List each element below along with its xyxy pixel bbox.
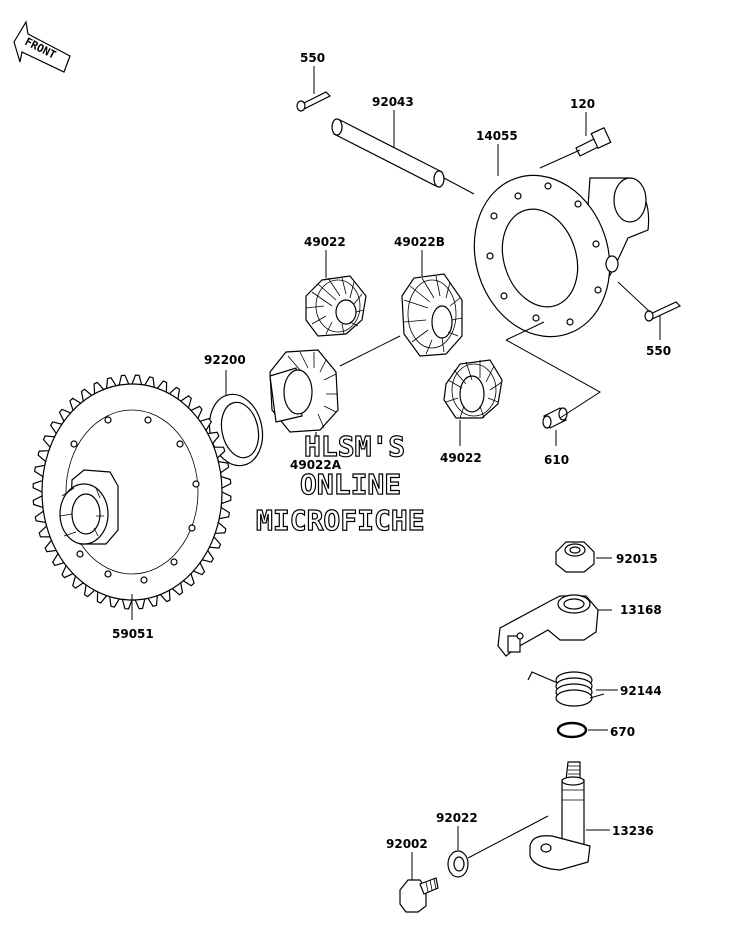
pin-610[interactable]: [542, 407, 568, 429]
watermark-line2: ONLINE: [300, 468, 401, 501]
part-label-92015[interactable]: 92015: [616, 552, 658, 566]
part-label-13168[interactable]: 13168: [620, 603, 662, 617]
leader-92043b: [443, 177, 475, 195]
part-label-92022[interactable]: 92022: [436, 811, 478, 825]
watermark-line3: MICROFICHE: [256, 504, 425, 537]
part-label-13236[interactable]: 13236: [612, 824, 654, 838]
part-label-92002[interactable]: 92002: [386, 837, 428, 851]
part-label-59051[interactable]: 59051: [112, 627, 154, 641]
bolt-92002[interactable]: [399, 877, 439, 913]
part-label-49022B[interactable]: 49022B: [394, 235, 445, 249]
leader-49022b-link: [339, 335, 401, 367]
part-label-550-top[interactable]: 550: [300, 51, 325, 65]
cotter-pin-top[interactable]: [296, 91, 332, 112]
leader-550b-a: [617, 281, 651, 313]
leader-120b: [539, 149, 581, 169]
part-label-92043[interactable]: 92043: [372, 95, 414, 109]
shift-shaft[interactable]: [529, 761, 591, 871]
pinion-shaft[interactable]: [331, 118, 445, 188]
side-gear-b[interactable]: [401, 273, 463, 357]
watermark-line1: HLSM'S: [304, 430, 405, 463]
bolt-120[interactable]: [575, 126, 612, 157]
leader-610-link2: [505, 321, 545, 341]
part-label-670[interactable]: 670: [610, 725, 635, 739]
part-label-550-right[interactable]: 550: [646, 344, 671, 358]
differential-case[interactable]: [454, 158, 650, 355]
watermark: HLSM'S ONLINE MICROFICHE: [255, 429, 425, 537]
part-label-92144[interactable]: 92144: [620, 684, 662, 698]
leader-610-link: [505, 339, 601, 419]
nut-92015[interactable]: [555, 541, 595, 573]
torsion-spring[interactable]: [527, 671, 605, 707]
leader-13236-link: [467, 815, 549, 859]
o-ring[interactable]: [556, 721, 588, 739]
part-label-14055[interactable]: 14055: [476, 129, 518, 143]
washer-92022[interactable]: [447, 850, 469, 878]
pinion-gear-lower[interactable]: [443, 359, 503, 419]
front-arrow-icon: FRONT: [13, 20, 71, 73]
part-label-92200[interactable]: 92200: [204, 353, 246, 367]
shift-lever[interactable]: [497, 594, 599, 657]
side-gear-a[interactable]: [269, 349, 339, 433]
part-label-120[interactable]: 120: [570, 97, 595, 111]
part-label-49022-lower[interactable]: 49022: [440, 451, 482, 465]
part-label-49022-upper[interactable]: 49022: [304, 235, 346, 249]
part-label-610[interactable]: 610: [544, 453, 569, 467]
cotter-pin-right[interactable]: [644, 301, 682, 322]
pinion-gear-upper[interactable]: [305, 275, 367, 337]
part-label-49022A[interactable]: 49022A: [290, 458, 342, 472]
ring-gear[interactable]: [32, 374, 232, 610]
